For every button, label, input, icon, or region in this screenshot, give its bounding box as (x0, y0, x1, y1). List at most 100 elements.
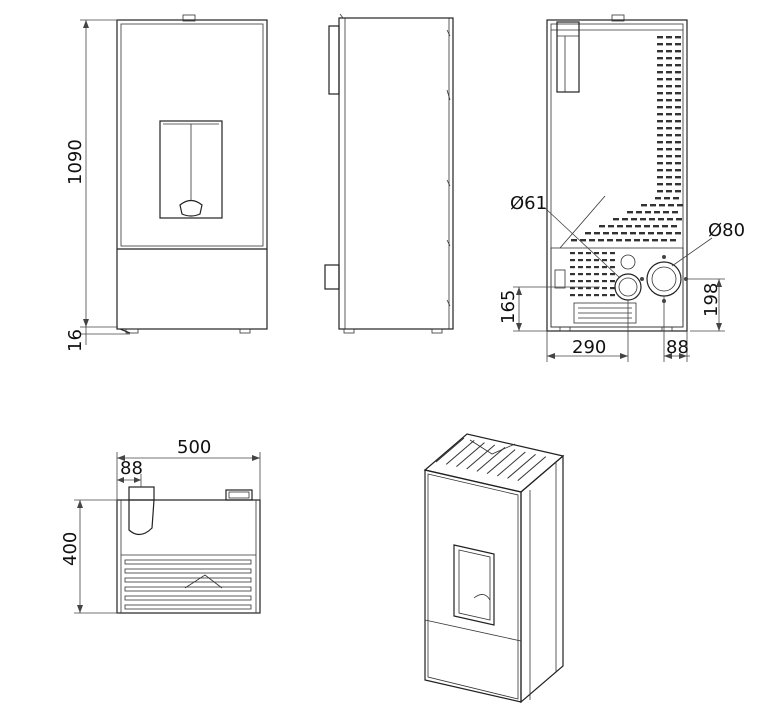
vent-slot (570, 294, 575, 297)
vent-slot (657, 113, 663, 116)
vent-slot (666, 113, 672, 116)
vent-slot (666, 57, 672, 60)
dim-rear-165 (513, 286, 600, 332)
vent-slot (657, 183, 663, 186)
vent-slot (586, 287, 591, 290)
vent-slot (666, 148, 672, 151)
dim-rear-88 (663, 296, 690, 362)
vent-slot (586, 294, 591, 297)
vent-slot (666, 169, 672, 172)
dim-top-500 (116, 452, 261, 500)
vent-slot (586, 259, 591, 262)
dim-label-400: 400 (60, 532, 81, 566)
vent-slot (594, 294, 599, 297)
vent-slot (676, 218, 682, 221)
vent-slot (594, 273, 599, 276)
vent-slot (666, 64, 672, 67)
vent-slot (578, 273, 583, 276)
vent-slot (666, 92, 672, 95)
vent-slot (675, 232, 681, 235)
iso-glass-window (453, 544, 495, 626)
dim-rear-290 (546, 300, 629, 362)
vent-slot (586, 266, 591, 269)
rear-ventilation-slots-upper (571, 36, 683, 242)
vent-slot (649, 218, 655, 221)
vent-slot (610, 266, 615, 269)
vent-slot (675, 162, 681, 165)
vent-slot (578, 252, 583, 255)
vent-slot (675, 71, 681, 74)
dim-label-198: 198 (701, 283, 722, 317)
vent-slot (659, 204, 665, 207)
vent-slot (675, 169, 681, 172)
vent-slot (610, 273, 615, 276)
grille-slat (124, 595, 252, 601)
dim-label-16: 16 (65, 329, 86, 352)
vent-slot (657, 141, 663, 144)
vent-slot (586, 252, 591, 255)
vent-slot (625, 239, 631, 242)
vent-slot (657, 78, 663, 81)
vent-slot (594, 266, 599, 269)
vent-slot (654, 211, 660, 214)
vent-slot (643, 239, 649, 242)
vent-slot (675, 134, 681, 137)
vent-slot (675, 99, 681, 102)
vent-slot (630, 232, 636, 235)
dim-rear-198 (684, 278, 725, 332)
vent-slot (617, 225, 623, 228)
vent-slot (610, 280, 615, 283)
vent-slot (634, 239, 640, 242)
vent-slot (599, 225, 605, 228)
vent-slot (657, 190, 663, 193)
vent-slot (675, 183, 681, 186)
vent-slot (610, 259, 615, 262)
vent-slot (570, 287, 575, 290)
vent-slot (675, 57, 681, 60)
grille-slat (124, 604, 252, 610)
vent-slot (671, 225, 677, 228)
grille-slat (124, 586, 252, 592)
grille-slat (476, 446, 506, 472)
vent-slot (666, 176, 672, 179)
flame-icon (179, 199, 203, 217)
vent-slot (666, 183, 672, 186)
vent-slot (661, 239, 667, 242)
rear-ventilation-slots-lower (570, 252, 615, 297)
vent-slot (627, 211, 633, 214)
vent-slot (675, 85, 681, 88)
top-grille-slats (124, 559, 252, 610)
vent-slot (670, 239, 676, 242)
vent-slot (666, 141, 672, 144)
grille-slat (497, 451, 526, 477)
vent-slot (570, 252, 575, 255)
vent-slot (675, 78, 681, 81)
grille-slat (486, 449, 516, 475)
vent-slot (578, 266, 583, 269)
vent-slot (657, 85, 663, 88)
vent-slot (675, 176, 681, 179)
vent-slot (641, 204, 647, 207)
vent-slot (672, 211, 678, 214)
vent-slot (612, 232, 618, 235)
vent-slot (663, 211, 669, 214)
vent-slot (621, 232, 627, 235)
vent-slot (653, 225, 659, 228)
vent-slot (657, 162, 663, 165)
vent-slot (666, 50, 672, 53)
vent-slot (668, 204, 674, 207)
vent-slot (602, 259, 607, 262)
vent-slot (602, 294, 607, 297)
rear-view: Ø61 Ø80 165 198 290 88 (498, 14, 745, 362)
dim-label-500: 500 (177, 437, 211, 458)
vent-slot (616, 239, 622, 242)
vent-slot (675, 36, 681, 39)
vent-slot (675, 43, 681, 46)
vent-slot (652, 239, 658, 242)
grille-slat (517, 456, 547, 482)
vent-slot (580, 239, 586, 242)
vent-slot (594, 252, 599, 255)
vent-slot (631, 218, 637, 221)
vent-slot (657, 120, 663, 123)
